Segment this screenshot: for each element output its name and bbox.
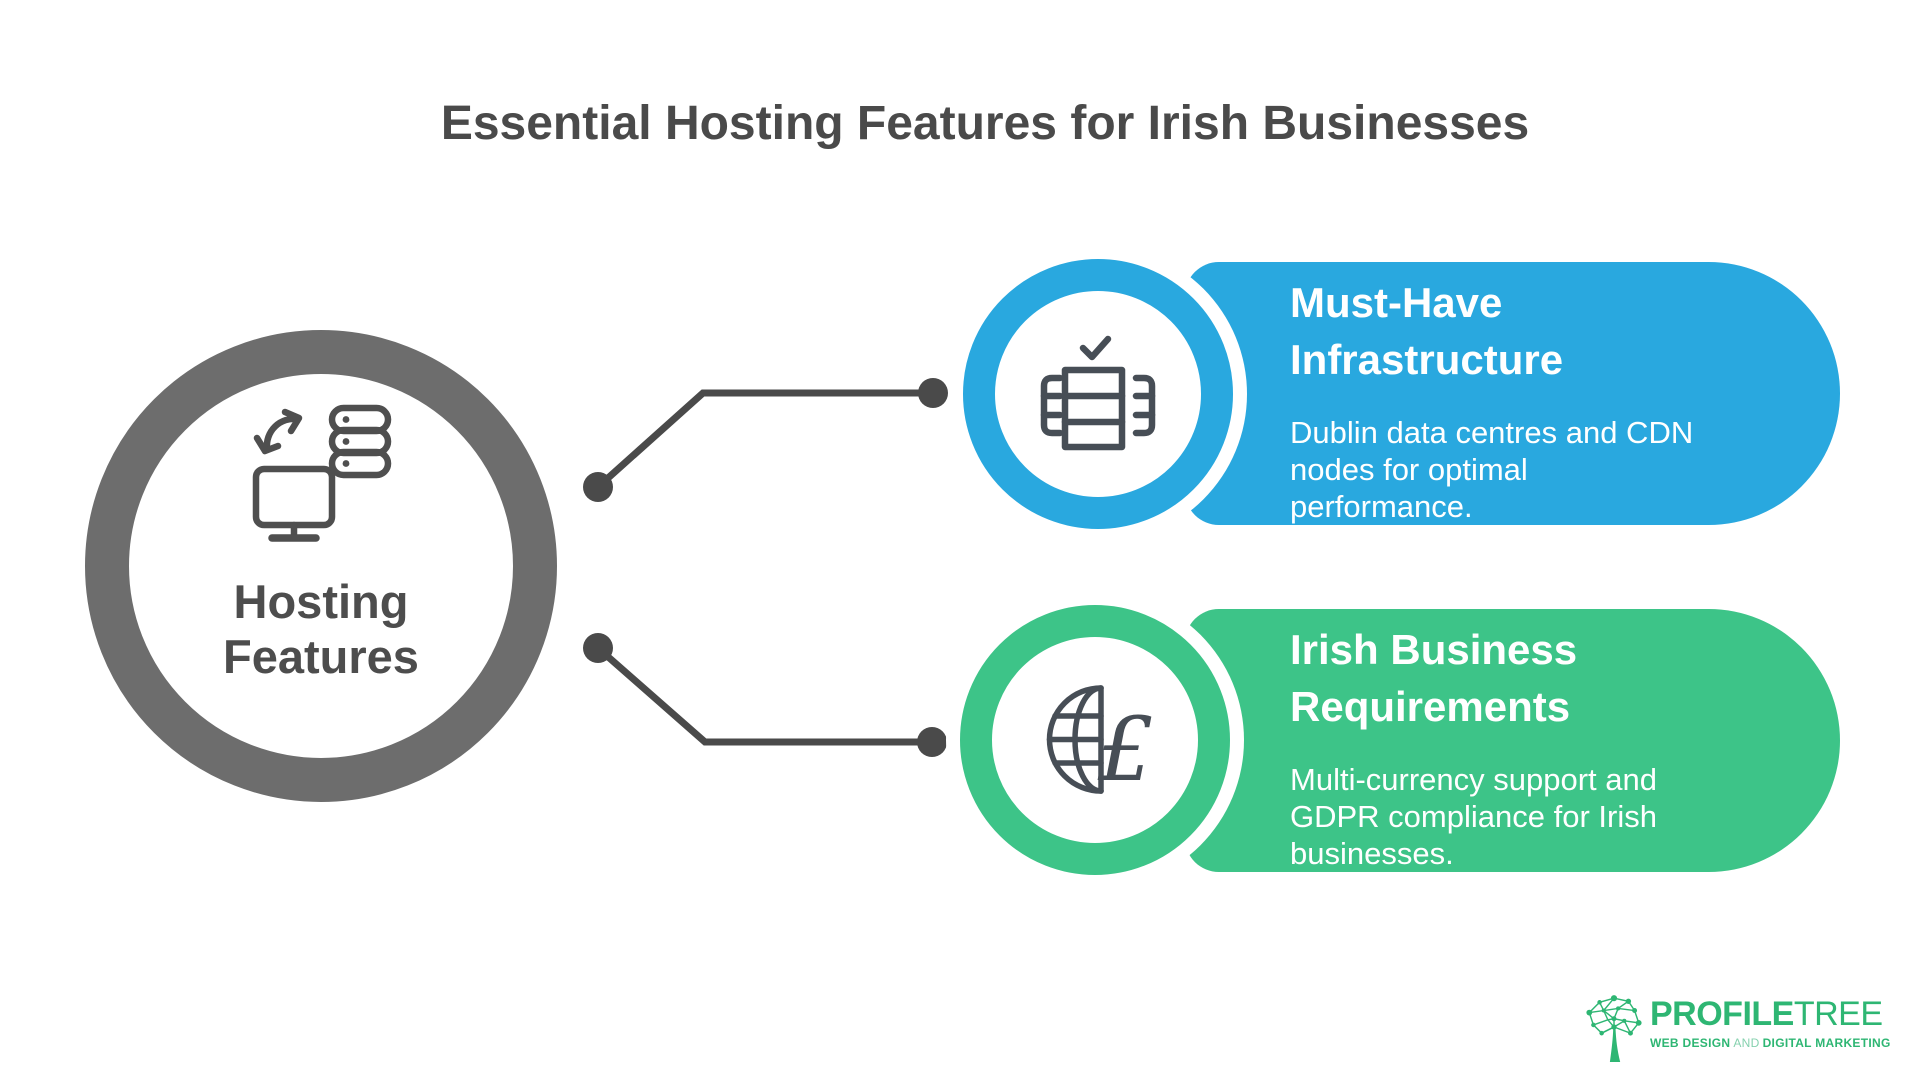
hub-label-line2: Features xyxy=(223,630,419,683)
connector-dot xyxy=(583,633,613,663)
logo-tagline-light: AND xyxy=(1733,1036,1760,1050)
connector-bottom xyxy=(595,645,932,746)
card-body: Dublin data centres and CDN nodes for op… xyxy=(1290,414,1693,525)
monitor-server-sync-icon xyxy=(252,404,392,542)
badge-circle-irish-business xyxy=(960,605,1230,875)
card-title: Must-Have Infrastructure xyxy=(1290,274,1563,388)
hub-label-line1: Hosting xyxy=(233,575,409,628)
card-body-line2: GDPR compliance for Irish xyxy=(1290,799,1657,834)
card-body: Multi-currency support and GDPR complian… xyxy=(1290,761,1657,872)
connector-dot xyxy=(583,472,613,502)
card-irish-business-requirements: Irish Business Requirements Multi-curren… xyxy=(1185,609,1840,872)
network-tree-icon xyxy=(1586,995,1642,1062)
page-title: Essential Hosting Features for Irish Bus… xyxy=(440,97,1530,150)
card-title: Irish Business Requirements xyxy=(1290,621,1577,735)
card-body-line1: Multi-currency support and xyxy=(1290,762,1657,797)
logo-brand: PROFILETREE xyxy=(1650,994,1891,1034)
hub-label: Hosting Features xyxy=(121,574,521,684)
logo-brand-bold: PROFILE xyxy=(1650,995,1794,1033)
server-check-icon xyxy=(1040,335,1156,451)
card-body-line3: performance. xyxy=(1290,489,1473,524)
logo-brand-light: TREE xyxy=(1793,995,1883,1033)
connector-dot xyxy=(917,727,947,757)
pound-sign-glyph: £ xyxy=(1097,698,1154,797)
card-body-line2: nodes for optimal xyxy=(1290,452,1528,487)
globe-currency-icon: £ xyxy=(1046,685,1154,797)
connector-top xyxy=(595,389,933,490)
logo-tagline-bold2: DIGITAL MARKETING xyxy=(1762,1036,1891,1050)
card-title-line1: Irish Business xyxy=(1290,626,1578,673)
card-body-line1: Dublin data centres and CDN xyxy=(1290,415,1694,450)
card-must-have-infrastructure: Must-Have Infrastructure Dublin data cen… xyxy=(1185,262,1840,525)
card-title-line2: Infrastructure xyxy=(1290,336,1564,383)
logo-tagline-bold1: WEB DESIGN xyxy=(1650,1036,1731,1050)
card-title-line2: Requirements xyxy=(1290,683,1571,730)
connector-dot xyxy=(918,378,948,408)
card-title-line1: Must-Have xyxy=(1290,279,1503,326)
card-body-line3: businesses. xyxy=(1290,836,1454,871)
